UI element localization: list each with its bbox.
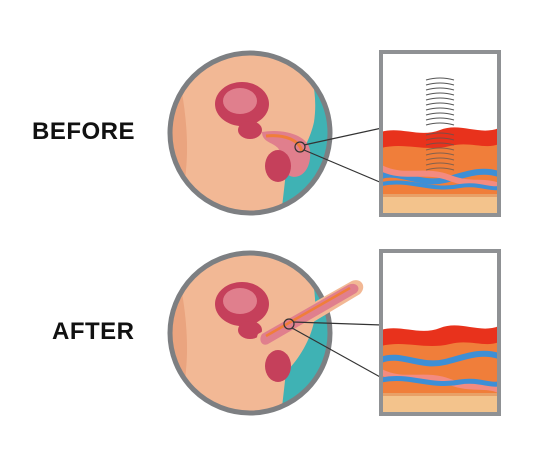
before-tissue-box — [379, 50, 501, 217]
after-label: AFTER — [52, 318, 135, 345]
magnifier-line — [303, 149, 383, 184]
wave-signal-icon — [425, 77, 455, 126]
magnifier-line — [303, 127, 383, 146]
magnifier-line — [291, 327, 383, 379]
magnifier-line — [292, 321, 383, 326]
after-anatomy-circle — [167, 250, 364, 416]
before-label: BEFORE — [32, 118, 136, 145]
after-tissue-box — [379, 249, 501, 416]
before-anatomy-circle — [167, 50, 333, 216]
